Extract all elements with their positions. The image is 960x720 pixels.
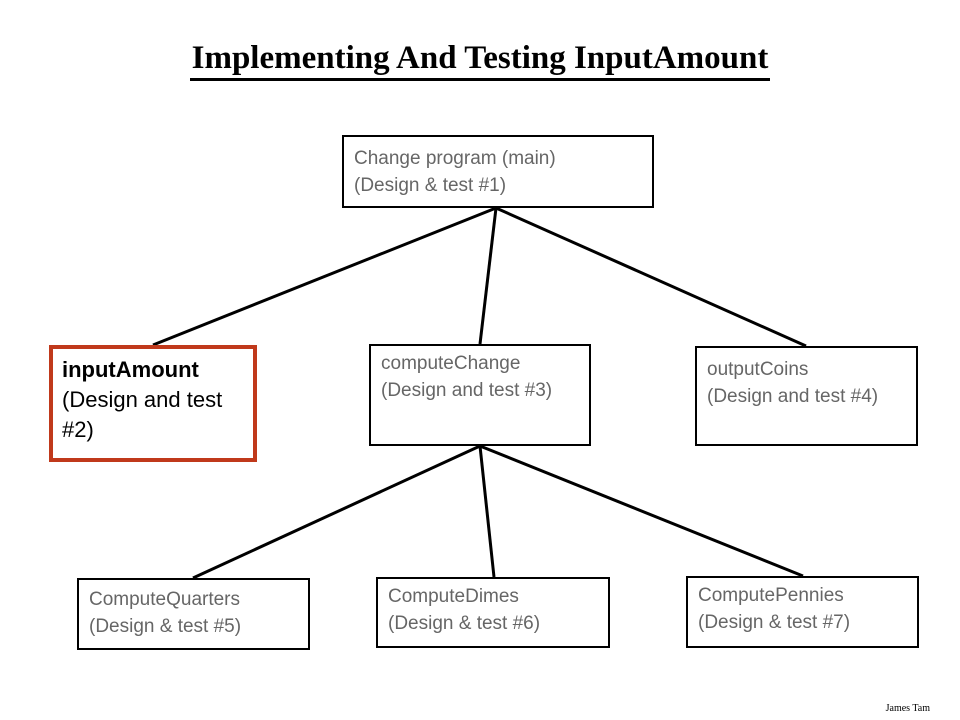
node-compute-dimes-desc: (Design & test #6)	[388, 613, 541, 634]
node-compute-dimes-label: ComputeDimes	[388, 586, 519, 607]
node-output-coins-desc: (Design and test #4)	[707, 386, 879, 407]
node-input-amount-desc: (Design and test #2)	[62, 387, 223, 442]
node-main-label: Change program (main)	[354, 148, 556, 169]
node-compute-change: computeChange (Design and test #3)	[369, 344, 591, 446]
edge-main-inputamount	[152, 206, 497, 347]
node-output-coins: outputCoins (Design and test #4)	[695, 346, 918, 446]
node-main-desc: (Design & test #1)	[354, 175, 507, 196]
node-input-amount: inputAmount (Design and test #2)	[49, 345, 257, 462]
node-input-amount-label: inputAmount	[62, 357, 199, 382]
edge-main-outputcoins	[495, 206, 807, 348]
node-output-coins-label: outputCoins	[707, 359, 809, 380]
slide-title: Implementing And Testing InputAmount	[0, 38, 960, 81]
node-compute-change-desc: (Design and test #3)	[381, 380, 553, 401]
node-compute-pennies-desc: (Design & test #7)	[698, 612, 851, 633]
node-compute-pennies: ComputePennies (Design & test #7)	[686, 576, 919, 648]
node-compute-quarters: ComputeQuarters (Design & test #5)	[77, 578, 310, 650]
edge-computechange-quarters	[192, 444, 481, 580]
node-compute-change-label: computeChange	[381, 353, 521, 374]
node-compute-dimes: ComputeDimes (Design & test #6)	[376, 577, 610, 648]
node-compute-quarters-desc: (Design & test #5)	[89, 616, 242, 637]
node-compute-quarters-label: ComputeQuarters	[89, 589, 241, 610]
author-credit: James Tam	[885, 703, 930, 714]
edge-main-computechange	[478, 207, 498, 345]
edge-computechange-pennies	[479, 444, 804, 578]
node-change-program-main: Change program (main) (Design & test #1)	[342, 135, 654, 208]
edge-computechange-dimes	[478, 445, 496, 578]
slide-title-text: Implementing And Testing InputAmount	[189, 38, 771, 81]
node-compute-pennies-label: ComputePennies	[698, 585, 844, 606]
